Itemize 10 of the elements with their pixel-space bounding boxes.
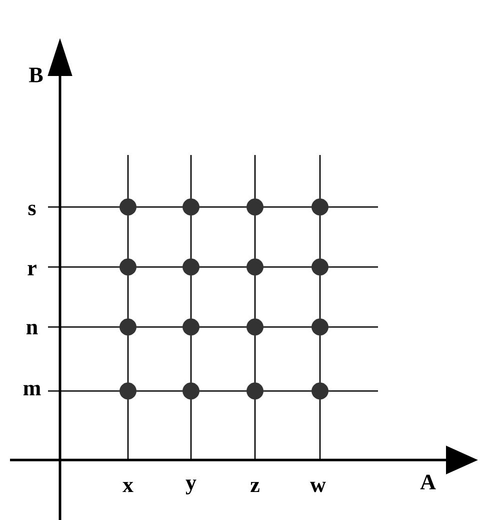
axis-label: A [420,474,436,490]
axis-label: z [250,482,260,492]
axis-label: w [310,482,326,492]
axis-label: r [28,264,36,276]
axis-label: B [29,68,43,82]
axis-label: s [28,204,36,216]
axis-label: n [26,324,38,334]
axis-label: m [23,384,41,396]
axis-label: y [186,480,196,494]
axis-label: x [122,482,134,492]
